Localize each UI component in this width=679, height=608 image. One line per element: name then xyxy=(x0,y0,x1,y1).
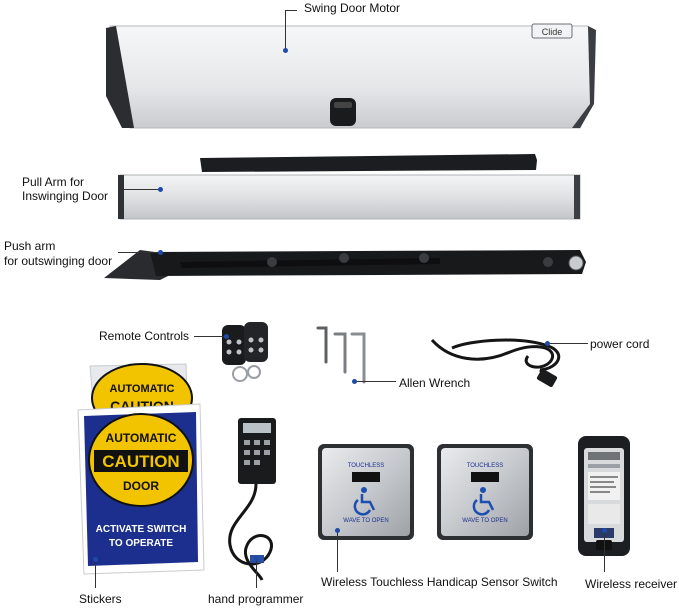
allen-wrenches xyxy=(316,326,366,384)
motor-callout-line xyxy=(285,10,286,50)
label-pull-arm-line2: Inswinging Door xyxy=(22,189,109,203)
swing-door-motor: Clide xyxy=(106,23,596,129)
pull-arm-callout-line xyxy=(118,189,160,190)
sticker-back-line1: AUTOMATIC xyxy=(110,383,175,395)
label-pull-arm-line1: Pull Arm for xyxy=(22,175,85,189)
hand-programmer xyxy=(228,418,276,581)
sticker-front-line4: ACTIVATE SWITCH xyxy=(96,524,187,535)
sticker-front-line5: TO OPERATE xyxy=(109,538,173,549)
switch-left-bottom-text: WAVE TO OPEN xyxy=(343,518,388,524)
sensor-switch-right: TOUCHLESS WAVE TO OPEN xyxy=(437,444,533,540)
label-push-arm-line1: Push arm xyxy=(4,239,56,253)
allen-callout-dot xyxy=(352,379,357,384)
motor-brand-text: Clide xyxy=(542,27,563,37)
programmer-callout-dot xyxy=(254,556,259,561)
push-arm-callout-dot xyxy=(158,250,163,255)
stickers-callout-line xyxy=(95,560,96,588)
receiver-callout-dot xyxy=(602,528,607,533)
cord-callout-dot xyxy=(545,341,550,346)
sticker-front-line3: DOOR xyxy=(123,479,159,493)
switch-right-top-text: TOUCHLESS xyxy=(467,463,504,469)
receiver-callout-line xyxy=(604,528,605,572)
label-swing-door-motor: Swing Door Motor xyxy=(304,1,401,15)
switch-right-bottom-text: WAVE TO OPEN xyxy=(462,518,507,524)
label-stickers: Stickers xyxy=(79,592,122,606)
sticker-front-line2: CAUTION xyxy=(102,452,179,471)
label-wireless-receiver: Wireless receiver xyxy=(585,577,678,591)
motor-callout-line-h xyxy=(285,10,297,11)
label-power-cord: power cord xyxy=(590,337,650,351)
power-plug xyxy=(536,369,558,387)
sensor-callout-line xyxy=(337,530,338,572)
remote-controls xyxy=(222,322,268,382)
switch-left-top-text: TOUCHLESS xyxy=(348,463,385,469)
remote-callout-dot xyxy=(224,334,229,339)
pull-arm xyxy=(118,154,581,220)
stickers-callout-dot xyxy=(93,557,98,562)
remote-callout-line xyxy=(194,336,226,337)
pull-arm-callout-dot xyxy=(158,187,163,192)
programmer-callout-line xyxy=(256,558,257,588)
label-push-arm-line2: for outswinging door xyxy=(4,254,113,268)
wireless-receiver xyxy=(578,436,630,556)
sensor-callout-dot xyxy=(335,528,340,533)
label-hand-programmer: hand programmer xyxy=(208,592,304,606)
motor-callout-dot xyxy=(283,48,288,53)
label-sensor-switch: Wireless Touchless Handicap Sensor Switc… xyxy=(321,575,558,589)
stickers: AUTOMATIC CAUTION AUTOMATIC CAUTION DOOR… xyxy=(77,363,205,575)
brand-plate xyxy=(531,23,573,39)
push-arm-callout-line xyxy=(118,252,160,253)
cord-callout-line xyxy=(548,343,588,344)
label-remote-controls: Remote Controls xyxy=(99,329,190,343)
sticker-front-line1: AUTOMATIC xyxy=(106,431,177,445)
push-arm xyxy=(104,250,586,280)
label-allen-wrench: Allen Wrench xyxy=(399,376,471,390)
sensor-switch-left: TOUCHLESS WAVE TO OPEN xyxy=(318,444,414,540)
allen-callout-line xyxy=(356,381,396,382)
